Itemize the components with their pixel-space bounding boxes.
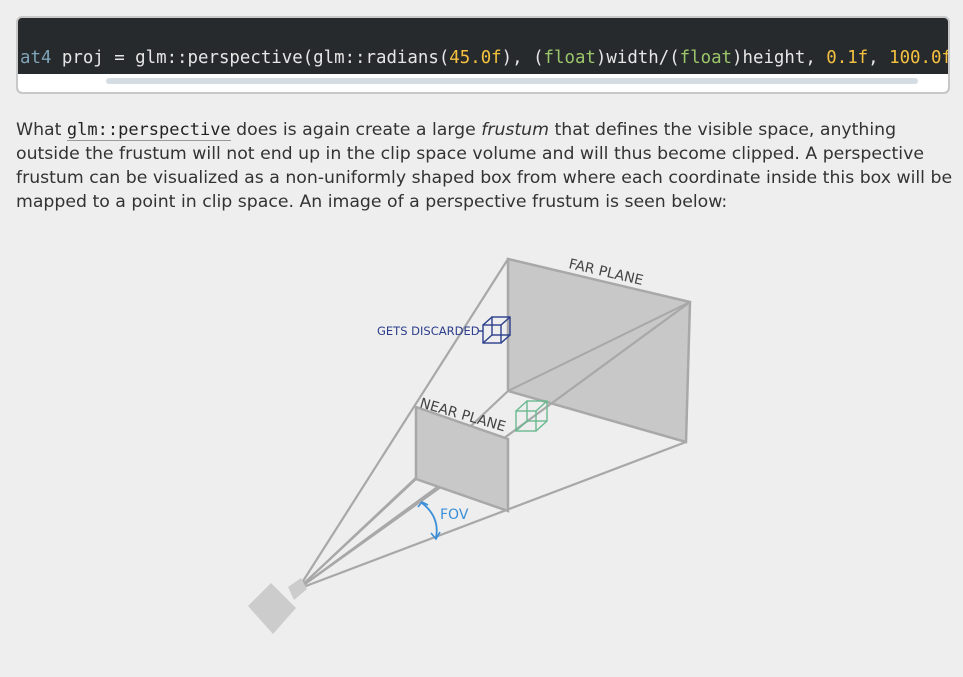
paragraph-intro: What xyxy=(16,120,67,140)
horizontal-scrollbar[interactable] xyxy=(18,74,948,92)
far-plane-diagonal xyxy=(507,301,691,392)
camera-icon xyxy=(248,578,307,634)
scrollbar-thumb[interactable] xyxy=(106,78,918,84)
code-line: at4 proj = glm::perspective(glm::radians… xyxy=(20,47,950,69)
code-token-plain: )width/( xyxy=(595,48,680,68)
fov-arrow-top xyxy=(417,500,429,508)
emphasis-frustum: frustum xyxy=(481,120,549,140)
paragraph-rest: that defines the visible space, anything… xyxy=(16,120,953,212)
code-token-plain: )height, xyxy=(732,48,827,68)
code-token-kw: float xyxy=(679,48,733,68)
code-token-plain: , xyxy=(868,48,890,68)
code-block: at4 proj = glm::perspective(glm::radians… xyxy=(16,16,950,94)
code-token-type: at4 xyxy=(20,48,52,68)
code-token-plain: ), ( xyxy=(501,48,544,68)
fov-label: FOV xyxy=(440,507,469,523)
code-token-num: 100.0f xyxy=(889,48,950,68)
perspective-frustum-diagram: FAR PLANE NEAR PLANE GETS DISCARDED FOV xyxy=(248,256,692,634)
fov-arrow-bottom xyxy=(430,531,441,541)
inside-cube xyxy=(515,400,548,432)
code-token-num: 0.1f xyxy=(826,48,869,68)
fov-arc xyxy=(421,502,438,539)
code-token-plain: proj = glm::perspective(glm::radians( xyxy=(51,48,450,68)
gets-discarded-label: GETS DISCARDED xyxy=(377,324,480,338)
discarded-cube xyxy=(482,316,511,344)
paragraph-middle: does is again create a large xyxy=(230,120,482,140)
near-plane-rect xyxy=(414,405,510,513)
code-token-kw: float xyxy=(543,48,596,68)
code-token-num: 45.0f xyxy=(449,48,502,68)
inline-code-glm-perspective: glm::perspective xyxy=(66,120,231,141)
description-paragraph: What glm::perspective does is again crea… xyxy=(16,118,956,214)
